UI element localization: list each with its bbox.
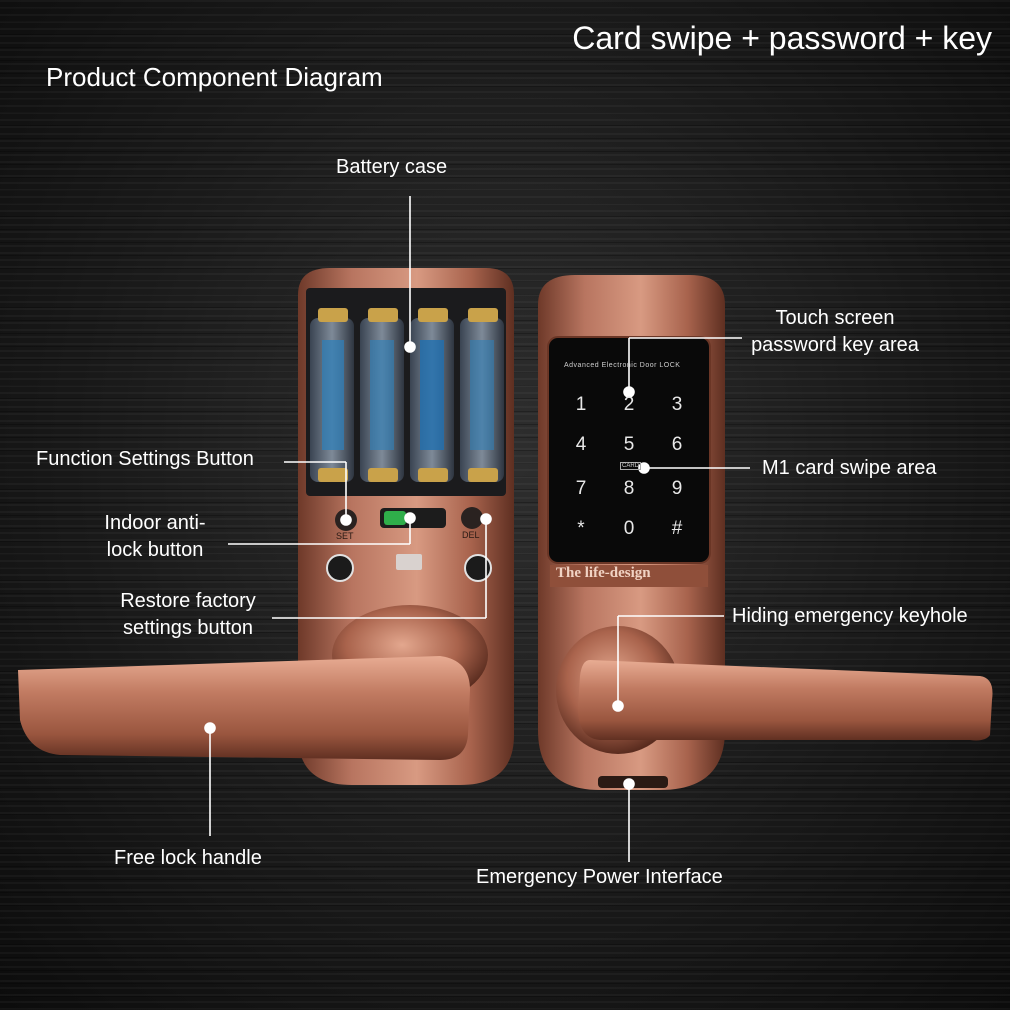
label-touch-screen-line2: password key area: [751, 334, 919, 356]
exterior-unit: [538, 275, 993, 790]
page-title: Card swipe + password + key: [572, 20, 992, 56]
diagram-subtitle: Product Component Diagram: [46, 62, 383, 92]
battery-pack: [310, 308, 504, 482]
key-hash[interactable]: #: [671, 518, 683, 539]
key-3[interactable]: 3: [671, 394, 683, 415]
brand-label: The life-design: [556, 565, 651, 581]
set-tag: SET: [336, 531, 354, 541]
label-touch-screen-line1: Touch screen: [775, 307, 895, 329]
label-restore-factory: Restore factory settings button: [106, 588, 270, 642]
key-4[interactable]: 4: [575, 434, 587, 455]
key-7[interactable]: 7: [575, 478, 587, 499]
label-function-settings: Function Settings Button: [36, 448, 254, 470]
label-restore-factory-line1: Restore factory: [120, 590, 256, 612]
key-0[interactable]: 0: [623, 518, 635, 539]
key-1[interactable]: 1: [575, 394, 587, 415]
card-tag: CARD: [620, 462, 642, 470]
leader-lines: [204, 196, 750, 862]
label-touch-screen: Touch screen password key area: [738, 305, 932, 359]
key-star[interactable]: *: [577, 518, 585, 539]
key-5[interactable]: 5: [623, 434, 635, 455]
screen-header: Advanced Electronic Door LOCK: [564, 362, 681, 369]
label-indoor-anti-lock: Indoor anti- lock button: [90, 510, 220, 564]
label-restore-factory-line2: settings button: [122, 617, 254, 639]
key-6[interactable]: 6: [671, 434, 683, 455]
key-8[interactable]: 8: [623, 478, 635, 499]
label-indoor-anti-lock-line1: Indoor anti-: [104, 512, 206, 534]
key-9[interactable]: 9: [671, 478, 683, 499]
label-battery-case: Battery case: [336, 156, 448, 178]
label-emergency-keyhole: Hiding emergency keyhole: [732, 605, 968, 627]
label-card-swipe: M1 card swipe area: [762, 457, 937, 479]
interior-unit: [18, 268, 514, 785]
label-indoor-anti-lock-line2: lock button: [106, 539, 204, 561]
key-2[interactable]: 2: [623, 394, 635, 415]
del-tag: DEL: [462, 530, 480, 540]
label-free-lock-handle: Free lock handle: [114, 847, 262, 869]
label-emergency-power: Emergency Power Interface: [476, 866, 723, 888]
